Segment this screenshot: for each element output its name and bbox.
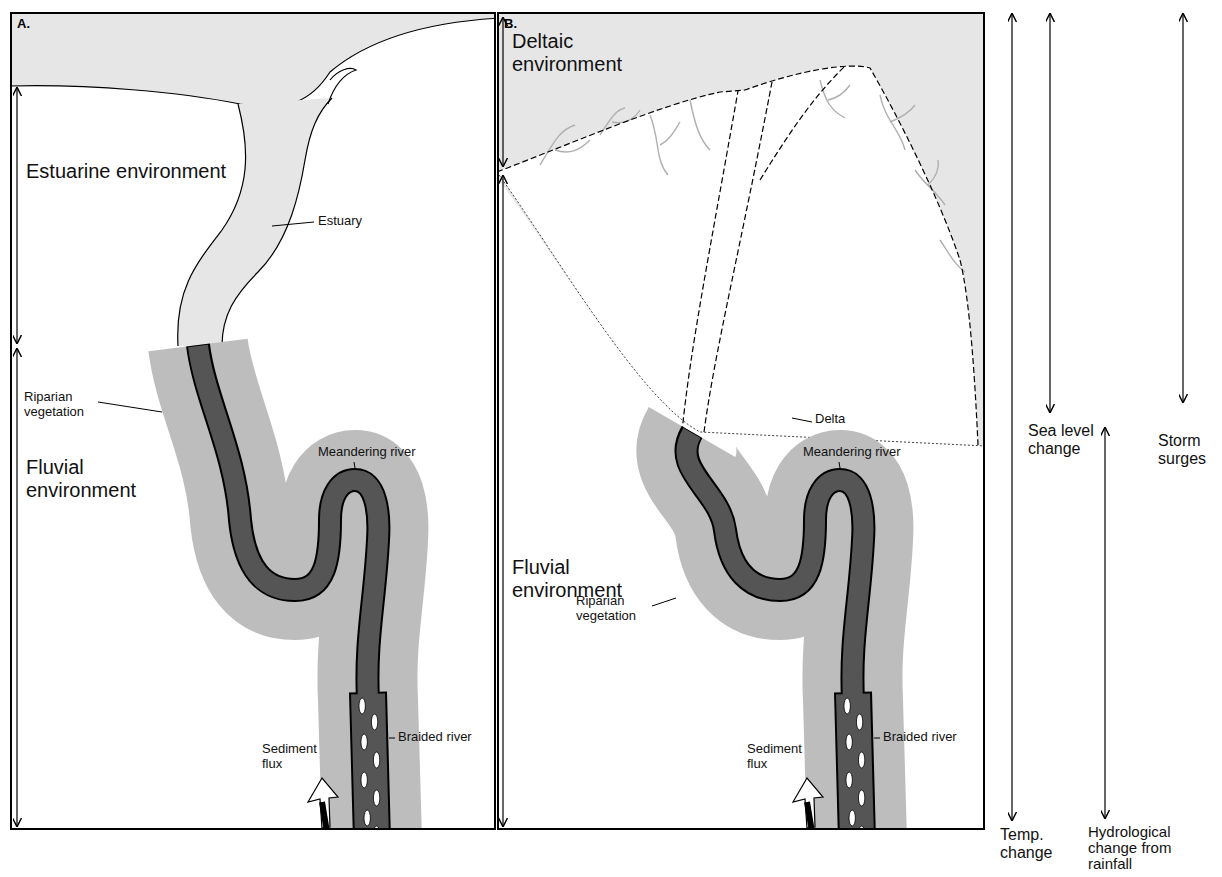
- delta-front: [497, 66, 978, 445]
- delta-channel: [760, 66, 845, 180]
- region-label: Riparian vegetation: [576, 594, 646, 624]
- riparian-vegetation: [686, 432, 863, 830]
- braid-bars: [359, 698, 380, 830]
- extent-arrow: [502, 18, 503, 166]
- delta: [497, 66, 978, 445]
- meandering-river: [686, 433, 863, 830]
- region-label: Temp. change: [1000, 826, 1074, 863]
- creek: [600, 108, 640, 135]
- region-label: Fluvial environment: [26, 456, 156, 502]
- driver-arrows: [1012, 14, 1183, 820]
- creek: [915, 160, 945, 205]
- delta-creeks: [540, 80, 965, 272]
- braid-bar: [373, 752, 379, 768]
- creek: [820, 80, 850, 118]
- river-outline: [198, 345, 378, 830]
- extent-arrow: [1104, 428, 1105, 818]
- braid-bar: [371, 714, 377, 730]
- extent-arrow: [16, 88, 17, 343]
- braided-outline: [368, 692, 372, 830]
- leader-line: [874, 738, 880, 739]
- region-label: Riparian vegetation: [24, 390, 94, 420]
- region-label: Sea level change: [1028, 422, 1100, 459]
- leader-line: [652, 598, 676, 606]
- flux-arrow-shaft: [807, 802, 812, 830]
- panel-box: B.: [497, 12, 985, 830]
- leader-line: [792, 418, 812, 422]
- braid-bar: [858, 790, 864, 806]
- braid-bar: [359, 698, 365, 714]
- leader-line: [354, 462, 355, 468]
- braid-bar: [361, 772, 367, 788]
- extent-arrow: [1011, 14, 1012, 820]
- delta-channel: [704, 82, 772, 432]
- braid-bar: [849, 810, 855, 826]
- braid-bar: [373, 790, 379, 806]
- flux-arrow-shaft: [322, 802, 327, 830]
- estuary-bank: [178, 104, 246, 346]
- panel-box: A.: [10, 12, 496, 830]
- region-label: Deltaic environment: [512, 30, 662, 76]
- braided-outline: [853, 692, 857, 830]
- region-label: Estuarine environment: [26, 160, 251, 183]
- braid-bar: [856, 714, 862, 730]
- riparian-vegetation: [198, 345, 378, 830]
- spit: [328, 68, 356, 104]
- region-label: Sediment flux: [747, 742, 807, 772]
- region-label: Estuary: [318, 214, 388, 229]
- estuary-bank: [222, 98, 332, 346]
- creek: [940, 240, 965, 272]
- region-label: Braided river: [398, 730, 488, 745]
- braid-bar: [364, 810, 370, 826]
- braid-bar: [361, 734, 367, 750]
- leader-line: [839, 462, 840, 468]
- river-outline: [686, 432, 863, 830]
- delta-base: [497, 172, 985, 446]
- braided-river: [368, 694, 372, 830]
- region-label: Braided river: [883, 730, 973, 745]
- braid-bar: [846, 734, 852, 750]
- extent-arrow: [1182, 14, 1183, 402]
- braid-bars: [844, 698, 865, 830]
- leader-line: [389, 738, 395, 739]
- panel-b-art: [497, 12, 985, 830]
- region-label: Delta: [815, 412, 875, 427]
- creek: [650, 115, 680, 175]
- braid-bar: [858, 752, 864, 768]
- extent-arrow: [502, 176, 503, 826]
- region-label: Hydrological change from rainfall: [1088, 824, 1198, 873]
- panel-letter: A.: [12, 14, 35, 34]
- leader-line: [98, 402, 162, 412]
- leader-line: [272, 222, 314, 226]
- region-label: Meandering river: [318, 445, 430, 460]
- extent-arrow: [16, 349, 17, 826]
- meandering-river: [198, 346, 378, 830]
- extent-arrow: [1049, 14, 1050, 412]
- delta-channel: [682, 91, 738, 432]
- braid-bar: [844, 698, 850, 714]
- region-label: Sediment flux: [262, 742, 322, 772]
- region-label: Storm surges: [1158, 432, 1218, 469]
- estuary: [178, 98, 332, 346]
- panel-a-art: [10, 12, 496, 830]
- creek: [880, 95, 915, 150]
- region-label: Meandering river: [803, 445, 915, 460]
- creek: [690, 100, 710, 150]
- braided-river: [853, 694, 857, 830]
- braid-bar: [846, 772, 852, 788]
